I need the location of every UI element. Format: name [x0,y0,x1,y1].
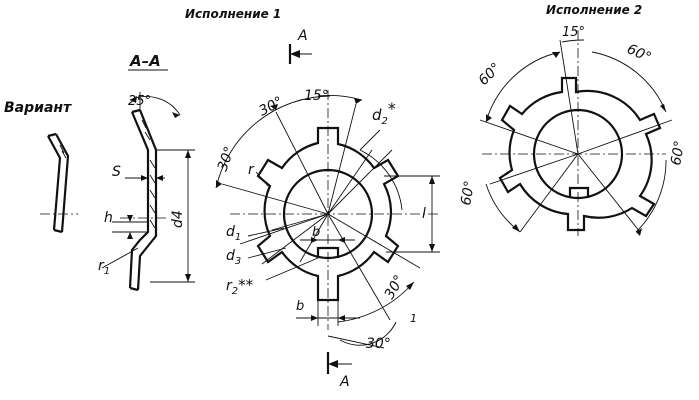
angle-30-left: 30° [215,145,239,174]
label-b-inner: b [312,225,320,240]
section-marker-bottom: А [339,374,350,390]
title-variant-2: Исполнение 2 [546,3,642,17]
label-d4: d4 [170,210,186,228]
label-r: r [248,162,255,178]
label-r1: r1 [98,258,110,277]
label-b-bottom: b [296,299,304,314]
section-aa-profile [101,92,195,292]
section-marker-top: А [297,28,308,44]
angle-15-top: 15° [304,88,329,104]
v2-angle-60-left: 60° [458,179,478,206]
v2-angle-15: 15° [562,25,585,40]
washer-variant-2 [479,30,673,236]
angle-30-bottom: 30° [366,336,391,352]
title-option: Вариант [4,100,72,116]
option-profile [40,132,78,234]
label-l: l [422,206,426,222]
v2-angle-60-top-right: 60° [624,41,653,66]
label-d1: d1 [226,224,241,243]
label-d2: d2* [372,99,396,127]
title-section-aa: А–А [129,52,161,70]
label-s: S [112,164,121,180]
label-one: 1 [410,312,417,325]
washer-variant-1 [215,44,440,374]
label-h: h [104,210,113,226]
angle-25: 25° [128,94,151,109]
label-d3: d3 [226,248,241,267]
v2-angle-60-right: 60° [668,139,688,166]
angle-30-top: 30° [256,94,285,120]
title-variant-1: Исполнение 1 [185,7,281,21]
label-r2: r2** [226,276,254,297]
angle-30-right: 30° [382,272,408,302]
v2-angle-60-top-left: 60° [476,60,505,89]
